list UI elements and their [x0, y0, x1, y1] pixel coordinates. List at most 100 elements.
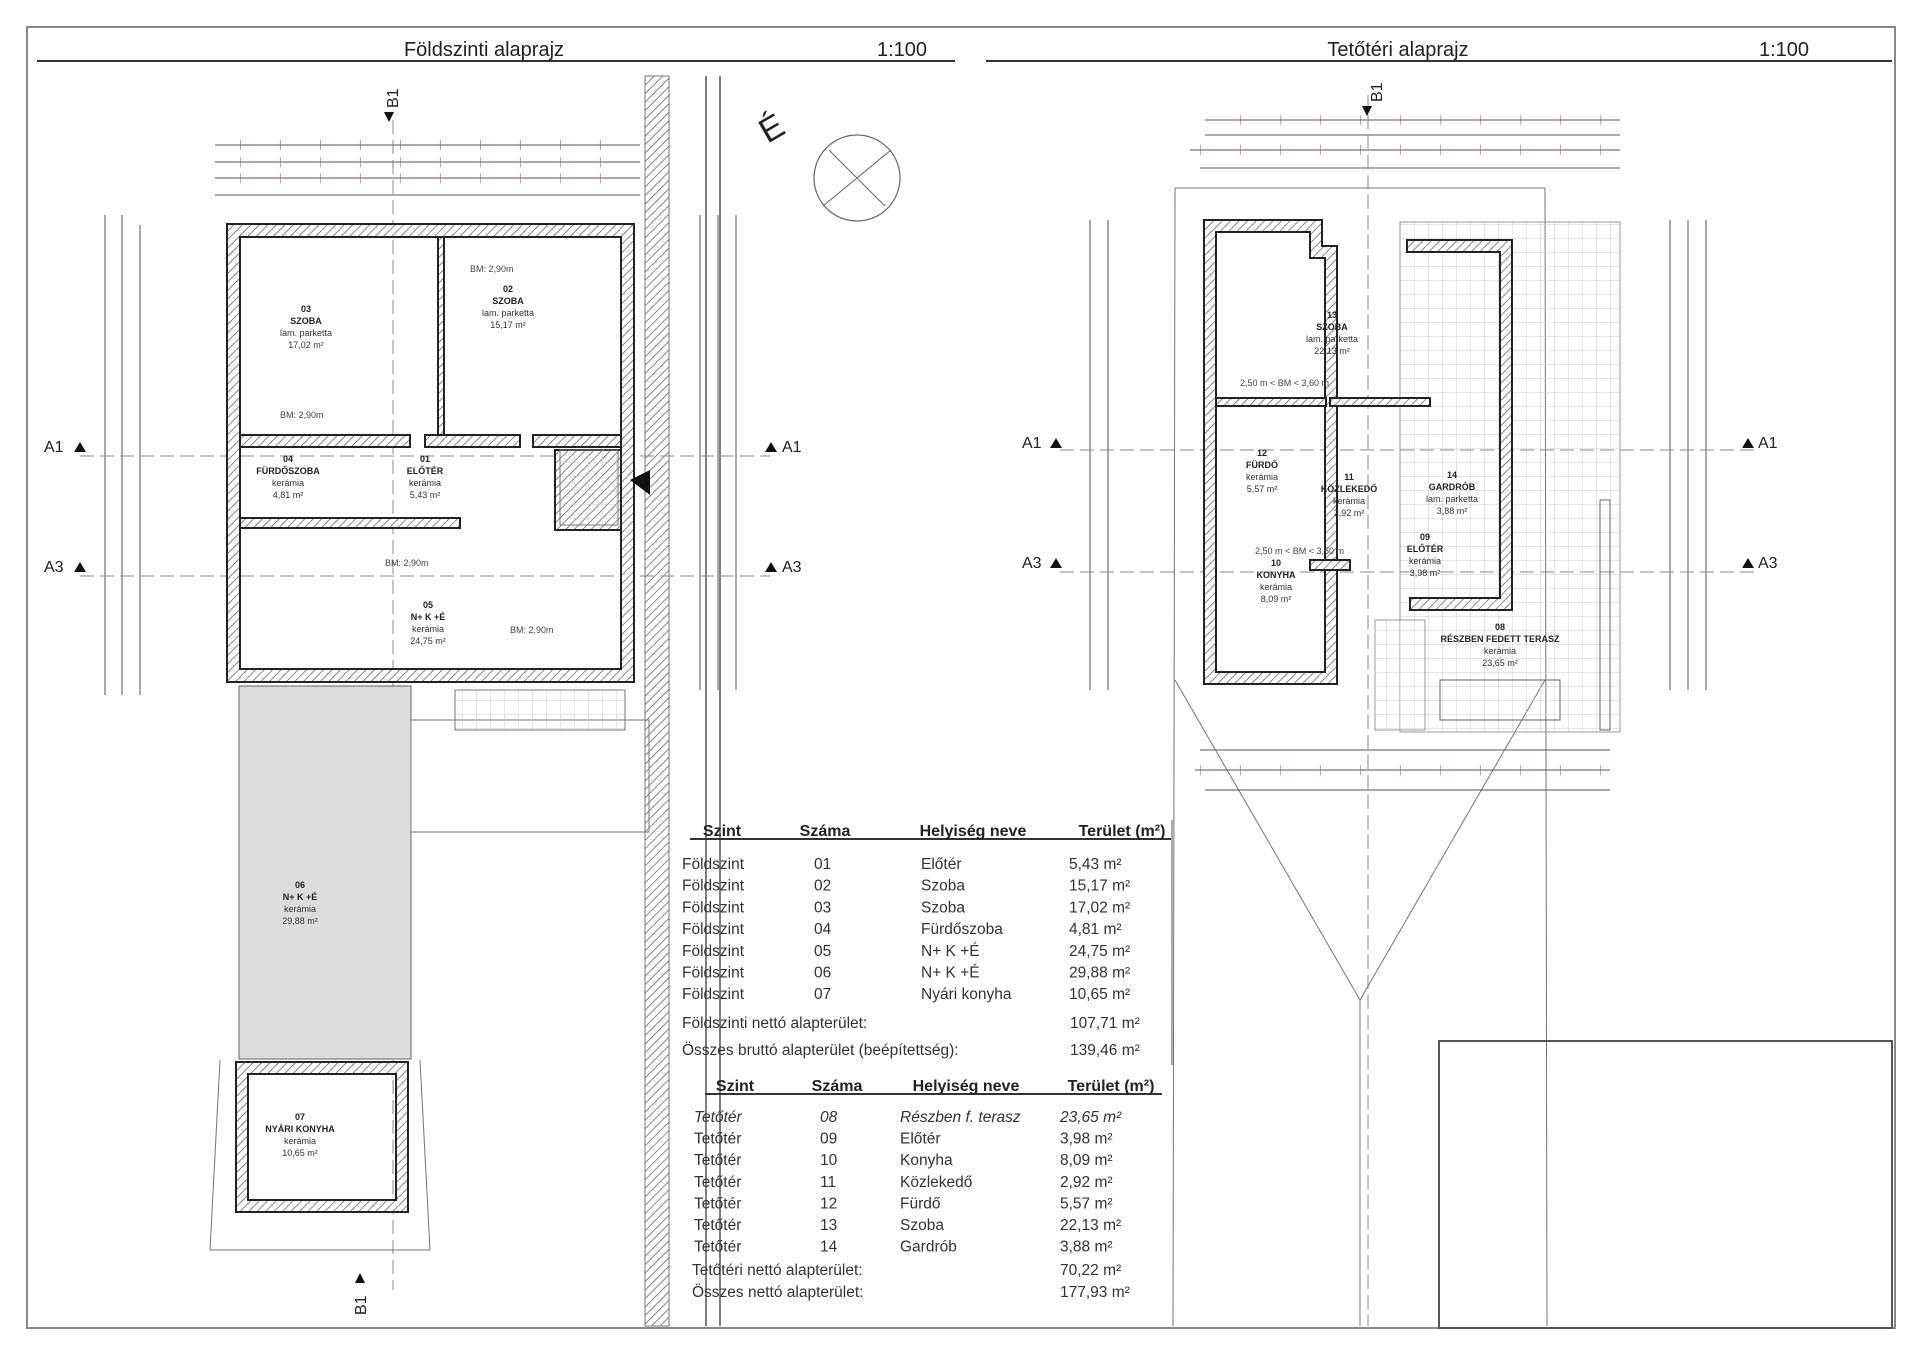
svg-text:02: 02	[503, 284, 513, 294]
svg-text:B1: B1	[1369, 82, 1386, 102]
dimension-lines-left	[104, 215, 141, 695]
section-marker-b1-top: B1	[384, 88, 402, 122]
svg-text:kerámia: kerámia	[272, 478, 304, 488]
section-marker-a3-right: A3	[1742, 555, 1778, 572]
table-cell: Tetőtér	[694, 1131, 741, 1148]
terrace-railing	[1599, 499, 1611, 731]
table-cell: 03	[814, 899, 831, 916]
total-value: 70,22 m²	[1060, 1262, 1121, 1279]
svg-text:SZOBA: SZOBA	[1316, 322, 1348, 332]
bm-label: 2,50 m < BM < 3,60 m	[1240, 378, 1329, 388]
svg-text:09: 09	[1420, 532, 1430, 542]
svg-text:lam. parketta: lam. parketta	[1426, 494, 1478, 504]
column-header: Terület (m²)	[1068, 1078, 1155, 1095]
svg-text:ELŐTÉR: ELŐTÉR	[407, 465, 444, 476]
room-label-12: 12 FÜRDŐ kerámia 5,57 m²	[1246, 448, 1278, 494]
terrace-extension	[410, 719, 650, 833]
svg-text:23,65 m²: 23,65 m²	[1482, 658, 1518, 668]
table-cell: 15,17 m²	[1069, 878, 1130, 895]
total-label: Összes nettó alapterület:	[692, 1283, 863, 1301]
table-cell: Tetőtér	[694, 1174, 741, 1191]
table-cell: Tetőtér	[694, 1217, 741, 1234]
table-cell: 04	[814, 921, 832, 938]
room-label-09: 09 ELŐTÉR kerámia 3,98 m²	[1407, 532, 1444, 578]
table-cell: 3,98 m²	[1060, 1131, 1113, 1148]
sheet-border	[26, 26, 1896, 1329]
room-label-11: 11 KÖZLEKEDŐ kerámia 2,92 m²	[1321, 472, 1378, 518]
svg-text:GARDRÓB: GARDRÓB	[1429, 481, 1476, 492]
room-label-06: 06 N+ K +É kerámia 29,88 m²	[282, 880, 318, 926]
covered-terrace	[238, 685, 412, 1060]
svg-text:A1: A1	[44, 439, 64, 456]
table-cell: Szoba	[921, 878, 965, 895]
table-cell: Közlekedő	[900, 1174, 972, 1191]
table-cell: Tetőtér	[694, 1239, 741, 1256]
table-cell: 17,02 m²	[1069, 899, 1130, 916]
section-marker-b1-bottom: B1	[353, 1273, 370, 1315]
title-block	[1438, 1040, 1893, 1329]
svg-text:lam. parketta: lam. parketta	[482, 308, 534, 318]
svg-text:11: 11	[1344, 472, 1354, 482]
ground-floor-plan: 03 SZOBA lam. parketta 17,02 m² 02 SZOBA…	[44, 88, 802, 1315]
table-cell: 08	[820, 1109, 838, 1126]
table-cell: 12	[820, 1195, 837, 1212]
terrace-stairs	[1439, 679, 1561, 721]
ground-floor-title: Földszinti alaprajz	[404, 39, 564, 61]
staircase	[559, 449, 619, 526]
table-cell: Fürdő	[900, 1195, 941, 1212]
table-cell: Előtér	[921, 856, 962, 873]
room-label-04: 04 FÜRDŐSZOBA kerámia 4,81 m²	[256, 454, 320, 500]
table-cell: Földszint	[682, 899, 745, 916]
table-cell: N+ K +É	[921, 943, 980, 960]
column-header: Száma	[812, 1078, 863, 1095]
svg-text:A3: A3	[1758, 555, 1778, 572]
section-marker-a1-right: A1	[765, 439, 802, 456]
section-marker-a3-left: A3	[44, 559, 86, 576]
bm-label: BM: 2,90m	[510, 625, 554, 635]
dimension-lines-right	[699, 215, 737, 690]
table-cell: 10	[820, 1152, 838, 1169]
svg-text:3,98 m²: 3,98 m²	[1410, 568, 1441, 578]
table-cell: 24,75 m²	[1069, 943, 1130, 960]
table-cell: Földszint	[682, 921, 745, 938]
section-marker-a1-left: A1	[44, 439, 86, 456]
svg-text:FÜRDŐ: FÜRDŐ	[1246, 459, 1278, 470]
total-label: Összes bruttó alapterület (beépítettség)…	[682, 1041, 959, 1059]
column-header: Helyiség neve	[920, 823, 1027, 840]
svg-text:lam. parketta: lam. parketta	[1306, 334, 1358, 344]
table-cell: 05	[814, 943, 831, 960]
svg-text:14: 14	[1447, 470, 1457, 480]
table-cell: Földszint	[682, 965, 745, 982]
table-cell: 14	[820, 1239, 838, 1256]
attic-floor-walls	[1203, 219, 1513, 685]
room-label-07: 07 NYÁRI KONYHA kerámia 10,65 m²	[265, 1112, 335, 1158]
attic-floor-scale: 1:100	[1759, 39, 1809, 61]
section-marker-a3-left: A3	[1022, 555, 1062, 572]
table-cell: Konyha	[900, 1152, 953, 1169]
table-cell: 3,88 m²	[1060, 1239, 1113, 1256]
room-label-03: 03 SZOBA lam. parketta 17,02 m²	[280, 304, 332, 350]
total-label: Tetőtéri nettó alapterület:	[692, 1262, 863, 1279]
svg-text:22,13 m²: 22,13 m²	[1314, 346, 1350, 356]
compass-icon	[813, 134, 901, 222]
attic-floor-plan: 13 SZOBA lam. parketta 22,13 m² 12 FÜRDŐ…	[1022, 82, 1778, 1327]
table-cell: 2,92 m²	[1060, 1174, 1113, 1191]
column-header: Szint	[716, 1078, 755, 1095]
table-cell: Szoba	[921, 899, 965, 916]
table-cell: 8,09 m²	[1060, 1152, 1113, 1169]
svg-text:kerámia: kerámia	[284, 1136, 316, 1146]
room-label-02: 02 SZOBA lam. parketta 15,17 m²	[482, 284, 534, 330]
svg-text:08: 08	[1495, 622, 1505, 632]
svg-text:07: 07	[295, 1112, 305, 1122]
svg-text:12: 12	[1257, 448, 1267, 458]
svg-text:N+ K +É: N+ K +É	[283, 892, 318, 902]
table-cell: 06	[814, 965, 831, 982]
svg-text:8,09 m²: 8,09 m²	[1261, 594, 1292, 604]
svg-text:5,43 m²: 5,43 m²	[410, 490, 441, 500]
north-label: É	[752, 107, 791, 151]
summer-kitchen-roof	[209, 1059, 431, 1251]
room-label-13: 13 SZOBA lam. parketta 22,13 m²	[1306, 310, 1358, 356]
summer-kitchen-walls	[235, 1061, 409, 1213]
ground-floor-title-bar: Földszinti alaprajz 1:100	[37, 39, 955, 62]
